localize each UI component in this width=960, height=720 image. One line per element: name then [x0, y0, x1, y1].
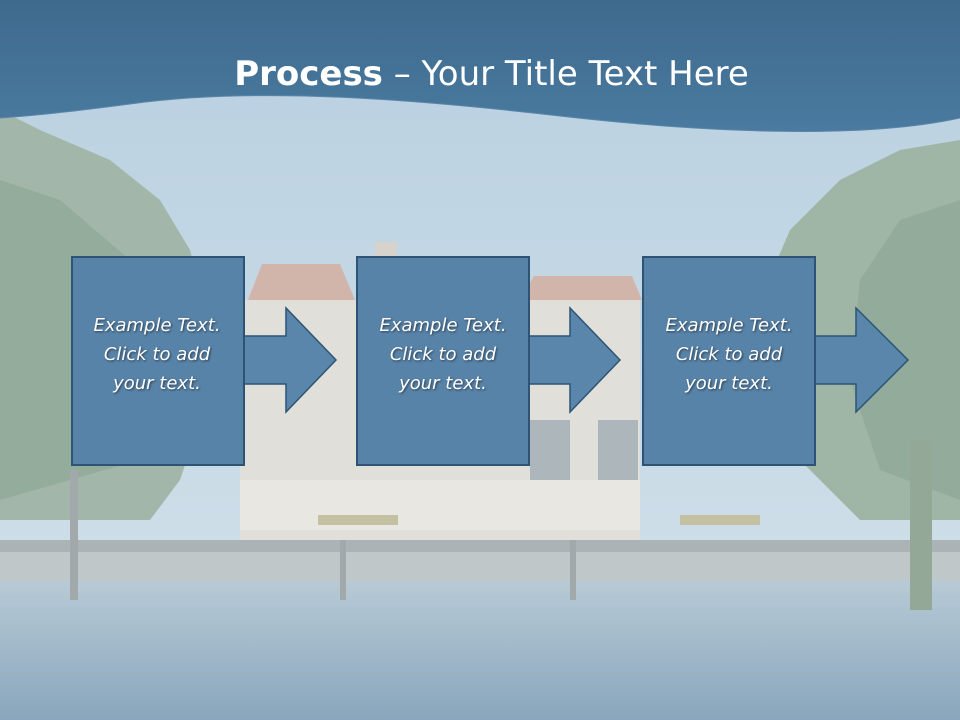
process-text-line: Example Text.	[93, 315, 221, 336]
process-box-1[interactable]	[71, 256, 245, 466]
slide-title[interactable]: Process – Your Title Text Here	[0, 52, 960, 96]
process-text-line: Example Text.	[665, 315, 793, 336]
process-text-line: Click to add	[389, 344, 497, 365]
process-text-line: Example Text.	[379, 315, 507, 336]
process-text-line: Click to add	[103, 344, 211, 365]
process-text-line: your text.	[113, 373, 201, 394]
process-box-2[interactable]	[356, 256, 530, 466]
process-text-line: your text.	[685, 373, 773, 394]
process-text-line: your text.	[399, 373, 487, 394]
process-box-3[interactable]	[642, 256, 816, 466]
process-text-1[interactable]: Example Text. Click to add your text.	[72, 311, 242, 398]
title-rest: – Your Title Text Here	[382, 54, 749, 94]
process-text-3[interactable]: Example Text. Click to add your text.	[644, 311, 814, 398]
process-arrow-1	[235, 306, 338, 414]
process-arrow-3	[807, 306, 910, 414]
title-bold: Process	[234, 54, 383, 94]
process-text-line: Click to add	[675, 344, 783, 365]
process-text-2[interactable]: Example Text. Click to add your text.	[358, 311, 528, 398]
process-arrow-2	[519, 306, 622, 414]
